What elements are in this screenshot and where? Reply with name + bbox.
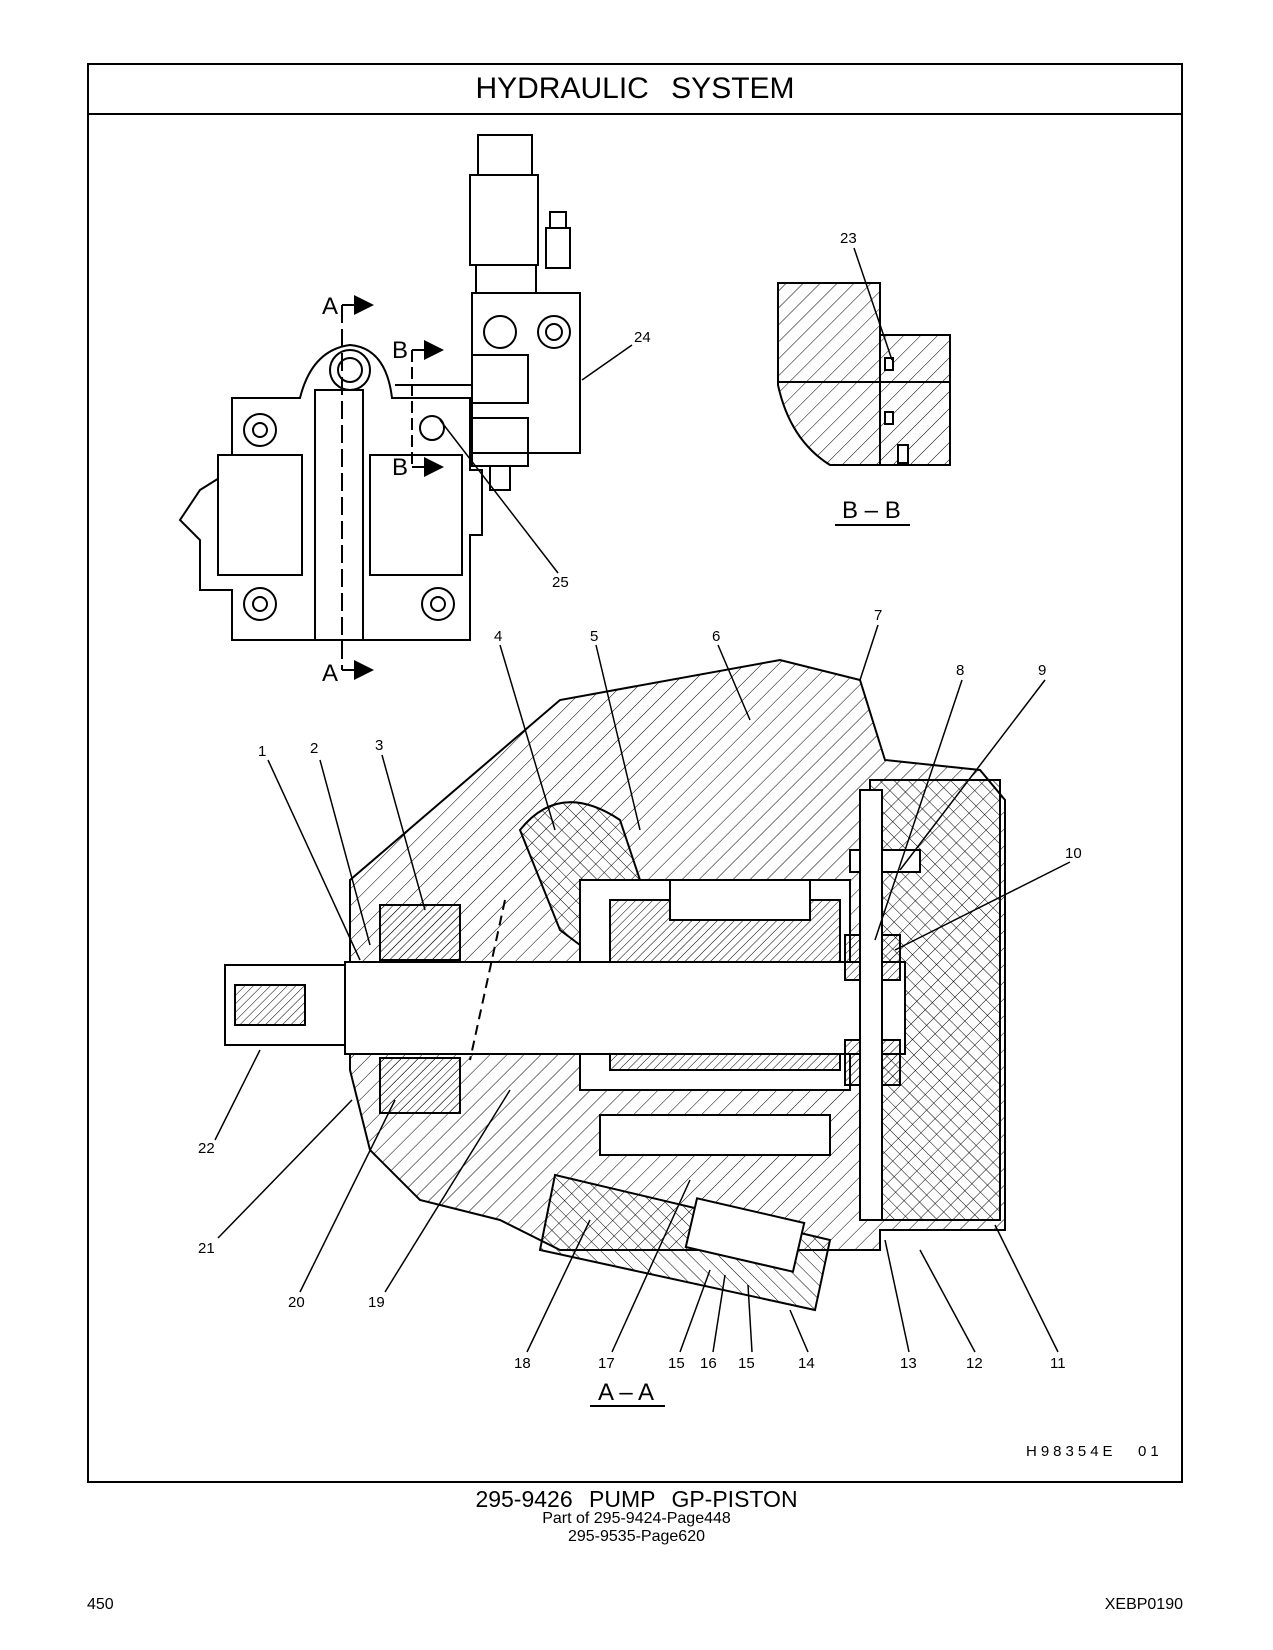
callout-19: 19 — [368, 1294, 385, 1311]
detail-bb — [777, 282, 951, 526]
drawing-rev: 01 — [1138, 1443, 1163, 1460]
page-number: 450 — [87, 1596, 114, 1613]
callout-8: 8 — [956, 662, 964, 679]
callout-15a: 15 — [668, 1355, 685, 1372]
callout-labels: 1 2 3 4 5 6 7 8 9 10 11 12 13 14 15 16 1… — [198, 230, 1082, 1372]
cut-label-a-bottom: A — [322, 660, 338, 687]
callout-3: 3 — [375, 737, 383, 754]
callout-17: 17 — [598, 1355, 615, 1372]
cut-label-b-bottom: B — [392, 454, 408, 481]
callout-15b: 15 — [738, 1355, 755, 1372]
callout-16: 16 — [700, 1355, 717, 1372]
caption-parent-ref: Part of 295-9424-Page448 — [542, 1510, 731, 1527]
callout-1: 1 — [258, 743, 266, 760]
callout-7: 7 — [874, 607, 882, 624]
doc-code: XEBP0190 — [1104, 1596, 1183, 1613]
callout-24: 24 — [634, 329, 651, 346]
callout-5: 5 — [590, 628, 598, 645]
page-title: HYDRAULIC SYSTEM — [89, 65, 1181, 115]
caption-parent-ref-2: 295-9535-Page620 — [567, 1528, 705, 1545]
leader-lines — [214, 247, 1071, 1353]
callout-20: 20 — [288, 1294, 305, 1311]
callout-4: 4 — [494, 628, 502, 645]
cut-label-a-top: A — [322, 293, 338, 320]
callout-23: 23 — [840, 230, 857, 247]
callout-13: 13 — [900, 1355, 917, 1372]
callout-6: 6 — [712, 628, 720, 645]
callout-22: 22 — [198, 1140, 215, 1157]
callout-11: 11 — [1050, 1355, 1066, 1372]
diagram-frame: HYDRAULIC SYSTEM — [87, 63, 1183, 1483]
callout-25: 25 — [552, 574, 569, 591]
section-aa-title: A – A — [598, 1379, 654, 1406]
callout-10: 10 — [1065, 845, 1082, 862]
callout-14: 14 — [798, 1355, 815, 1372]
callout-21: 21 — [198, 1240, 215, 1257]
callout-12: 12 — [966, 1355, 983, 1372]
callout-18: 18 — [514, 1355, 531, 1372]
section-aa — [224, 658, 1006, 1312]
callout-2: 2 — [310, 740, 318, 757]
caption-part-name: 295-9426 PUMP GP-PISTON — [475, 1486, 798, 1512]
drawing-number: H98354E — [1026, 1443, 1117, 1460]
end-view — [178, 134, 581, 641]
cut-label-b-top: B — [392, 337, 408, 364]
section-bb-title: B – B — [842, 497, 901, 524]
section-cut-lines — [341, 295, 444, 680]
callout-9: 9 — [1038, 662, 1046, 679]
